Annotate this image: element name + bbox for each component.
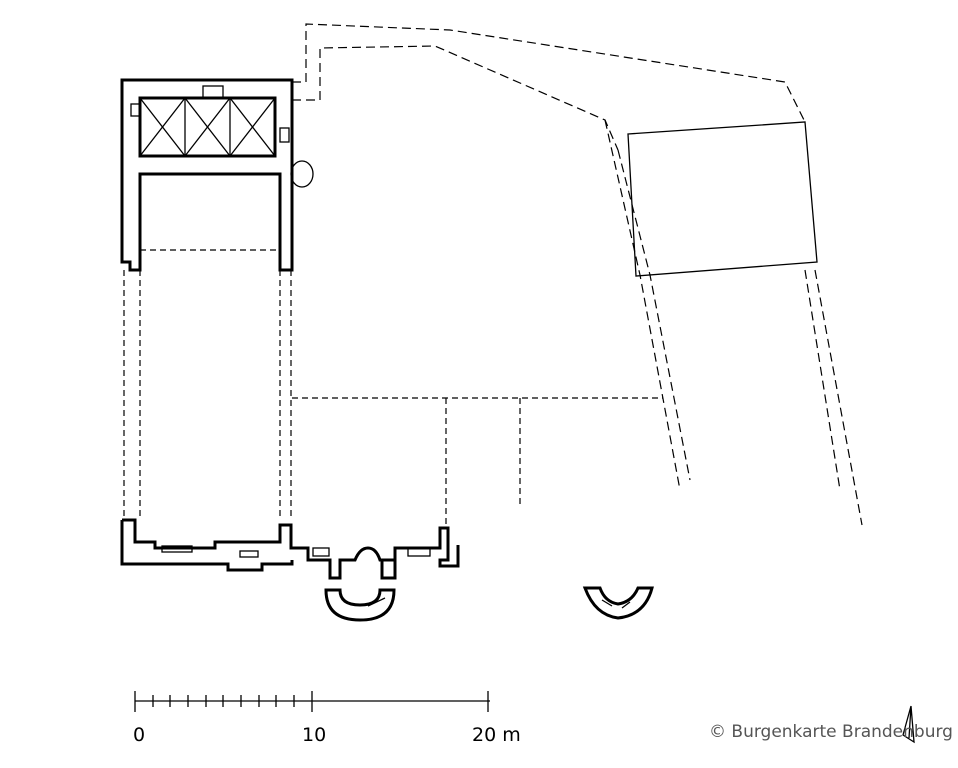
courtyard-dashed [292,23,863,528]
west-tower-walls [120,78,314,272]
apse-west [324,588,396,622]
scale-label-20: 20 m [472,724,521,746]
west-wing-dashed [123,249,292,520]
scale-bar [134,691,490,712]
south-wall [120,518,460,580]
apse-east [582,586,654,620]
scale-label-10: 10 [302,724,327,746]
scale-label-0: 0 [133,724,146,746]
north-arrow-icon [902,705,915,744]
round-turret [290,160,314,188]
copyright-text: © Burgenkarte Brandenburg [709,722,953,742]
east-building [627,121,818,277]
